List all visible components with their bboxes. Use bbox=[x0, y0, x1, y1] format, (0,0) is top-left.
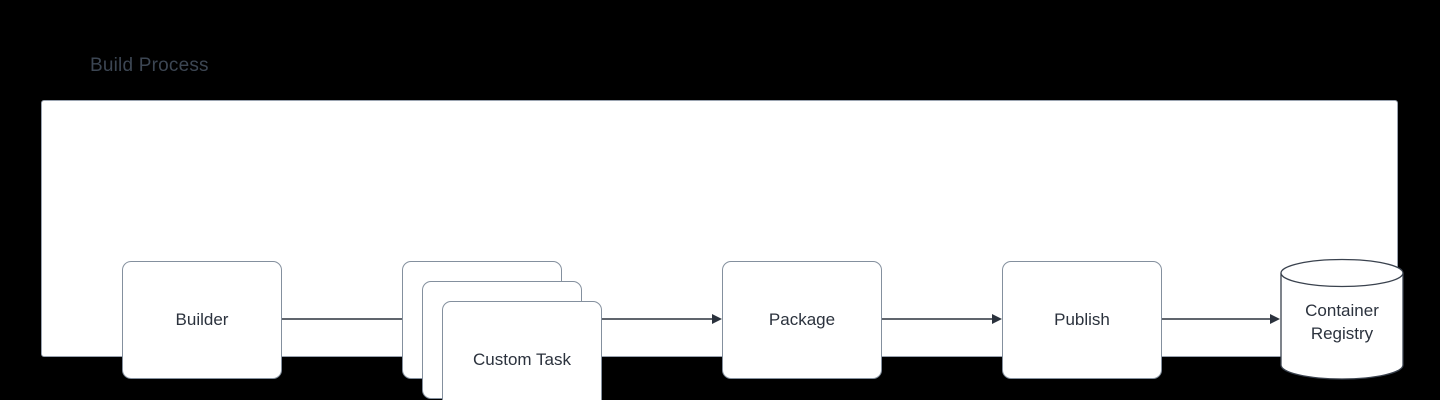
custom-task-card-front[interactable]: Custom Task bbox=[442, 301, 602, 400]
node-builder-label: Builder bbox=[175, 309, 229, 329]
arrow-package-to-publish bbox=[882, 313, 1002, 325]
arrow-custom-task-to-package bbox=[602, 313, 722, 325]
custom-task-card-front-label: Custom Task bbox=[473, 350, 571, 369]
database-cylinder-icon bbox=[1280, 258, 1404, 380]
arrow-publish-to-container-registry bbox=[1162, 313, 1280, 325]
node-custom-task-stack[interactable]: Custom Task Custom Task Custom Task bbox=[402, 261, 602, 400]
build-process-panel: Builder Custom Task Custom Task Custom T… bbox=[41, 100, 1404, 400]
node-publish-label: Publish bbox=[1054, 309, 1110, 329]
node-container-registry-label: Container Registry bbox=[1280, 259, 1404, 379]
page-title: Build Process bbox=[90, 55, 209, 76]
container-registry-label-line1: Container bbox=[1305, 301, 1379, 321]
container-registry-label-line2: Registry bbox=[1310, 324, 1374, 343]
node-package-label: Package bbox=[768, 309, 836, 329]
node-publish[interactable]: Publish bbox=[1002, 261, 1162, 379]
node-builder[interactable]: Builder bbox=[122, 261, 282, 379]
node-container-registry[interactable]: Container Registry bbox=[1280, 258, 1404, 380]
node-package[interactable]: Package bbox=[722, 261, 882, 379]
